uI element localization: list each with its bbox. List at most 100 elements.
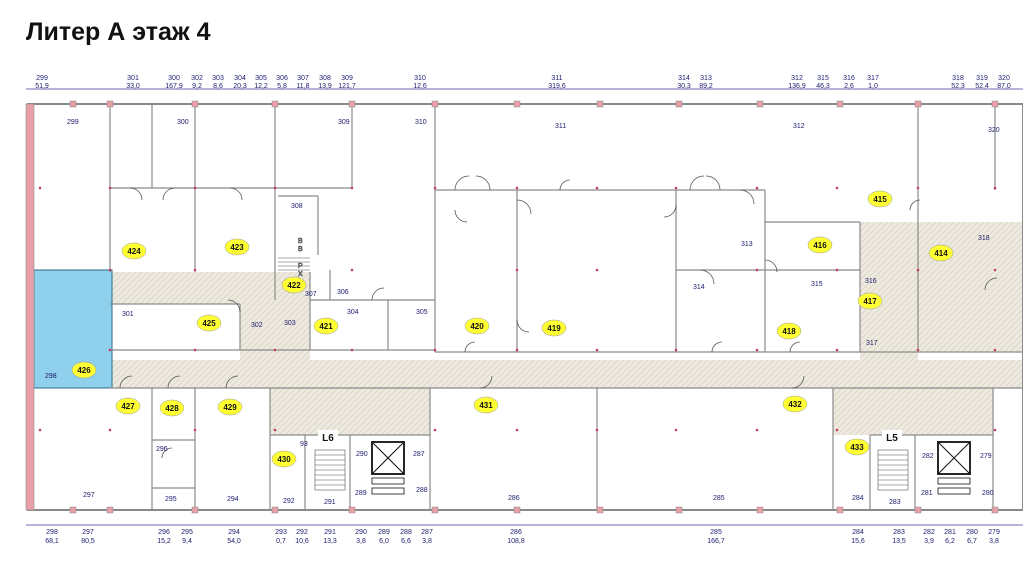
room-badge[interactable]: 417: [863, 297, 877, 306]
room-badge[interactable]: 427: [121, 402, 135, 411]
room-badge[interactable]: 426: [77, 366, 91, 375]
room-badge[interactable]: 416: [813, 241, 827, 250]
room-number: 312: [793, 123, 805, 130]
room-number: 294: [227, 496, 239, 503]
room-badge[interactable]: 430: [277, 455, 291, 464]
room-badge[interactable]: 419: [547, 324, 561, 333]
room-number: 285: [713, 495, 725, 502]
stairs-308: В В Р Х: [278, 238, 310, 278]
bottom-label-area: 0,7: [276, 538, 286, 545]
top-label-area: 12,6: [413, 83, 427, 90]
badge-bg: [807, 236, 833, 254]
columns: [69, 100, 999, 514]
room-badge[interactable]: 418: [782, 327, 796, 336]
vertical-corridor-415: [860, 222, 918, 362]
bottom-label-area: 3,8: [356, 538, 366, 545]
badge-bg: [271, 450, 297, 468]
room-number: 280: [982, 490, 994, 497]
room-number: 291: [324, 499, 336, 506]
elevator-label-l6: L6: [322, 433, 334, 444]
bottom-label-area: 6,7: [967, 538, 977, 545]
top-label-area: 136,9: [788, 83, 806, 90]
bottom-label-area: 6,0: [379, 538, 389, 545]
stair-letter: В: [298, 238, 303, 245]
room-number: 314: [693, 284, 705, 291]
room-number: 307: [305, 291, 317, 298]
room-number: 316: [865, 278, 877, 285]
bottom-label-area: 13,5: [892, 538, 906, 545]
top-label-area: 12,2: [254, 83, 268, 90]
elevator-shaft-2: [937, 441, 971, 495]
room-number: 290: [356, 451, 368, 458]
room-badge[interactable]: 414: [934, 249, 948, 258]
top-label-num: 311: [551, 75, 562, 82]
room-badge[interactable]: 415: [873, 195, 887, 204]
left-wall: [25, 103, 35, 511]
top-label-area: 11,8: [296, 83, 309, 90]
room-number: 305: [416, 309, 428, 316]
room-badge[interactable]: 431: [479, 401, 493, 410]
room-badge[interactable]: 429: [223, 403, 237, 412]
top-label-area: 52,4: [975, 83, 989, 90]
bottom-label-area: 166,7: [707, 538, 725, 545]
bottom-label-area: 6,6: [401, 538, 411, 545]
room-number: 295: [165, 496, 177, 503]
room-number: 93: [300, 441, 308, 448]
badge-bg: [159, 399, 185, 417]
top-label-area: 167,9: [165, 83, 183, 90]
bottom-label-area: 80,5: [81, 538, 95, 545]
top-label-num: 315: [817, 75, 829, 82]
room-badge[interactable]: 421: [319, 322, 333, 331]
room-number: 296: [156, 446, 168, 453]
room-414-hatch: [918, 222, 1023, 352]
bottom-label-num: 285: [710, 529, 722, 536]
room-number: 288: [416, 487, 428, 494]
top-label-area: 13,9: [318, 83, 332, 90]
badge-bg: [867, 190, 893, 208]
room-number: 306: [337, 289, 349, 296]
room-badge[interactable]: 422: [287, 281, 301, 290]
top-label-area: 8,6: [213, 83, 223, 90]
room-badge[interactable]: 432: [788, 400, 802, 409]
room-number: 279: [980, 453, 992, 460]
bottom-label-num: 293: [275, 529, 287, 536]
bottom-label-area: 68,1: [45, 538, 59, 545]
room-badge[interactable]: 423: [230, 243, 244, 252]
bottom-label-num: 284: [852, 529, 864, 536]
bottom-label-area: 3,8: [422, 538, 432, 545]
bottom-label-num: 279: [988, 529, 1000, 536]
room-number: 283: [889, 499, 901, 506]
room-number: 310: [415, 119, 427, 126]
bottom-label-num: 287: [421, 529, 433, 536]
badge-bg: [121, 242, 147, 260]
room-number: 300: [177, 119, 189, 126]
stair-letter: В: [298, 246, 303, 253]
bottom-label-num: 296: [158, 529, 170, 536]
room-badge[interactable]: 420: [470, 322, 484, 331]
room-badge[interactable]: 433: [850, 443, 864, 452]
elevator-l5-bg: [882, 430, 902, 444]
room-badge[interactable]: 424: [127, 247, 141, 256]
badge-bg: [928, 244, 954, 262]
top-label-num: 313: [700, 75, 712, 82]
stairwell-l5: [877, 449, 909, 491]
room-number: 292: [283, 498, 295, 505]
room-badge[interactable]: 425: [202, 319, 216, 328]
top-label-num: 309: [341, 75, 353, 82]
room-number: 301: [122, 311, 134, 318]
room-number: 317: [866, 340, 878, 347]
room-badge[interactable]: 428: [165, 404, 179, 413]
top-label-area: 89,2: [699, 83, 713, 90]
badge-bg: [857, 292, 883, 310]
bottom-label-num: 283: [893, 529, 905, 536]
badge-bg: [71, 361, 97, 379]
badge-bg: [217, 398, 243, 416]
elevator-l6-bg: [318, 430, 338, 444]
top-label-num: 319: [976, 75, 988, 82]
room-number: 298: [45, 373, 57, 380]
top-label-num: 314: [678, 75, 690, 82]
grid-markers: [38, 186, 997, 432]
room-number: 299: [67, 119, 79, 126]
